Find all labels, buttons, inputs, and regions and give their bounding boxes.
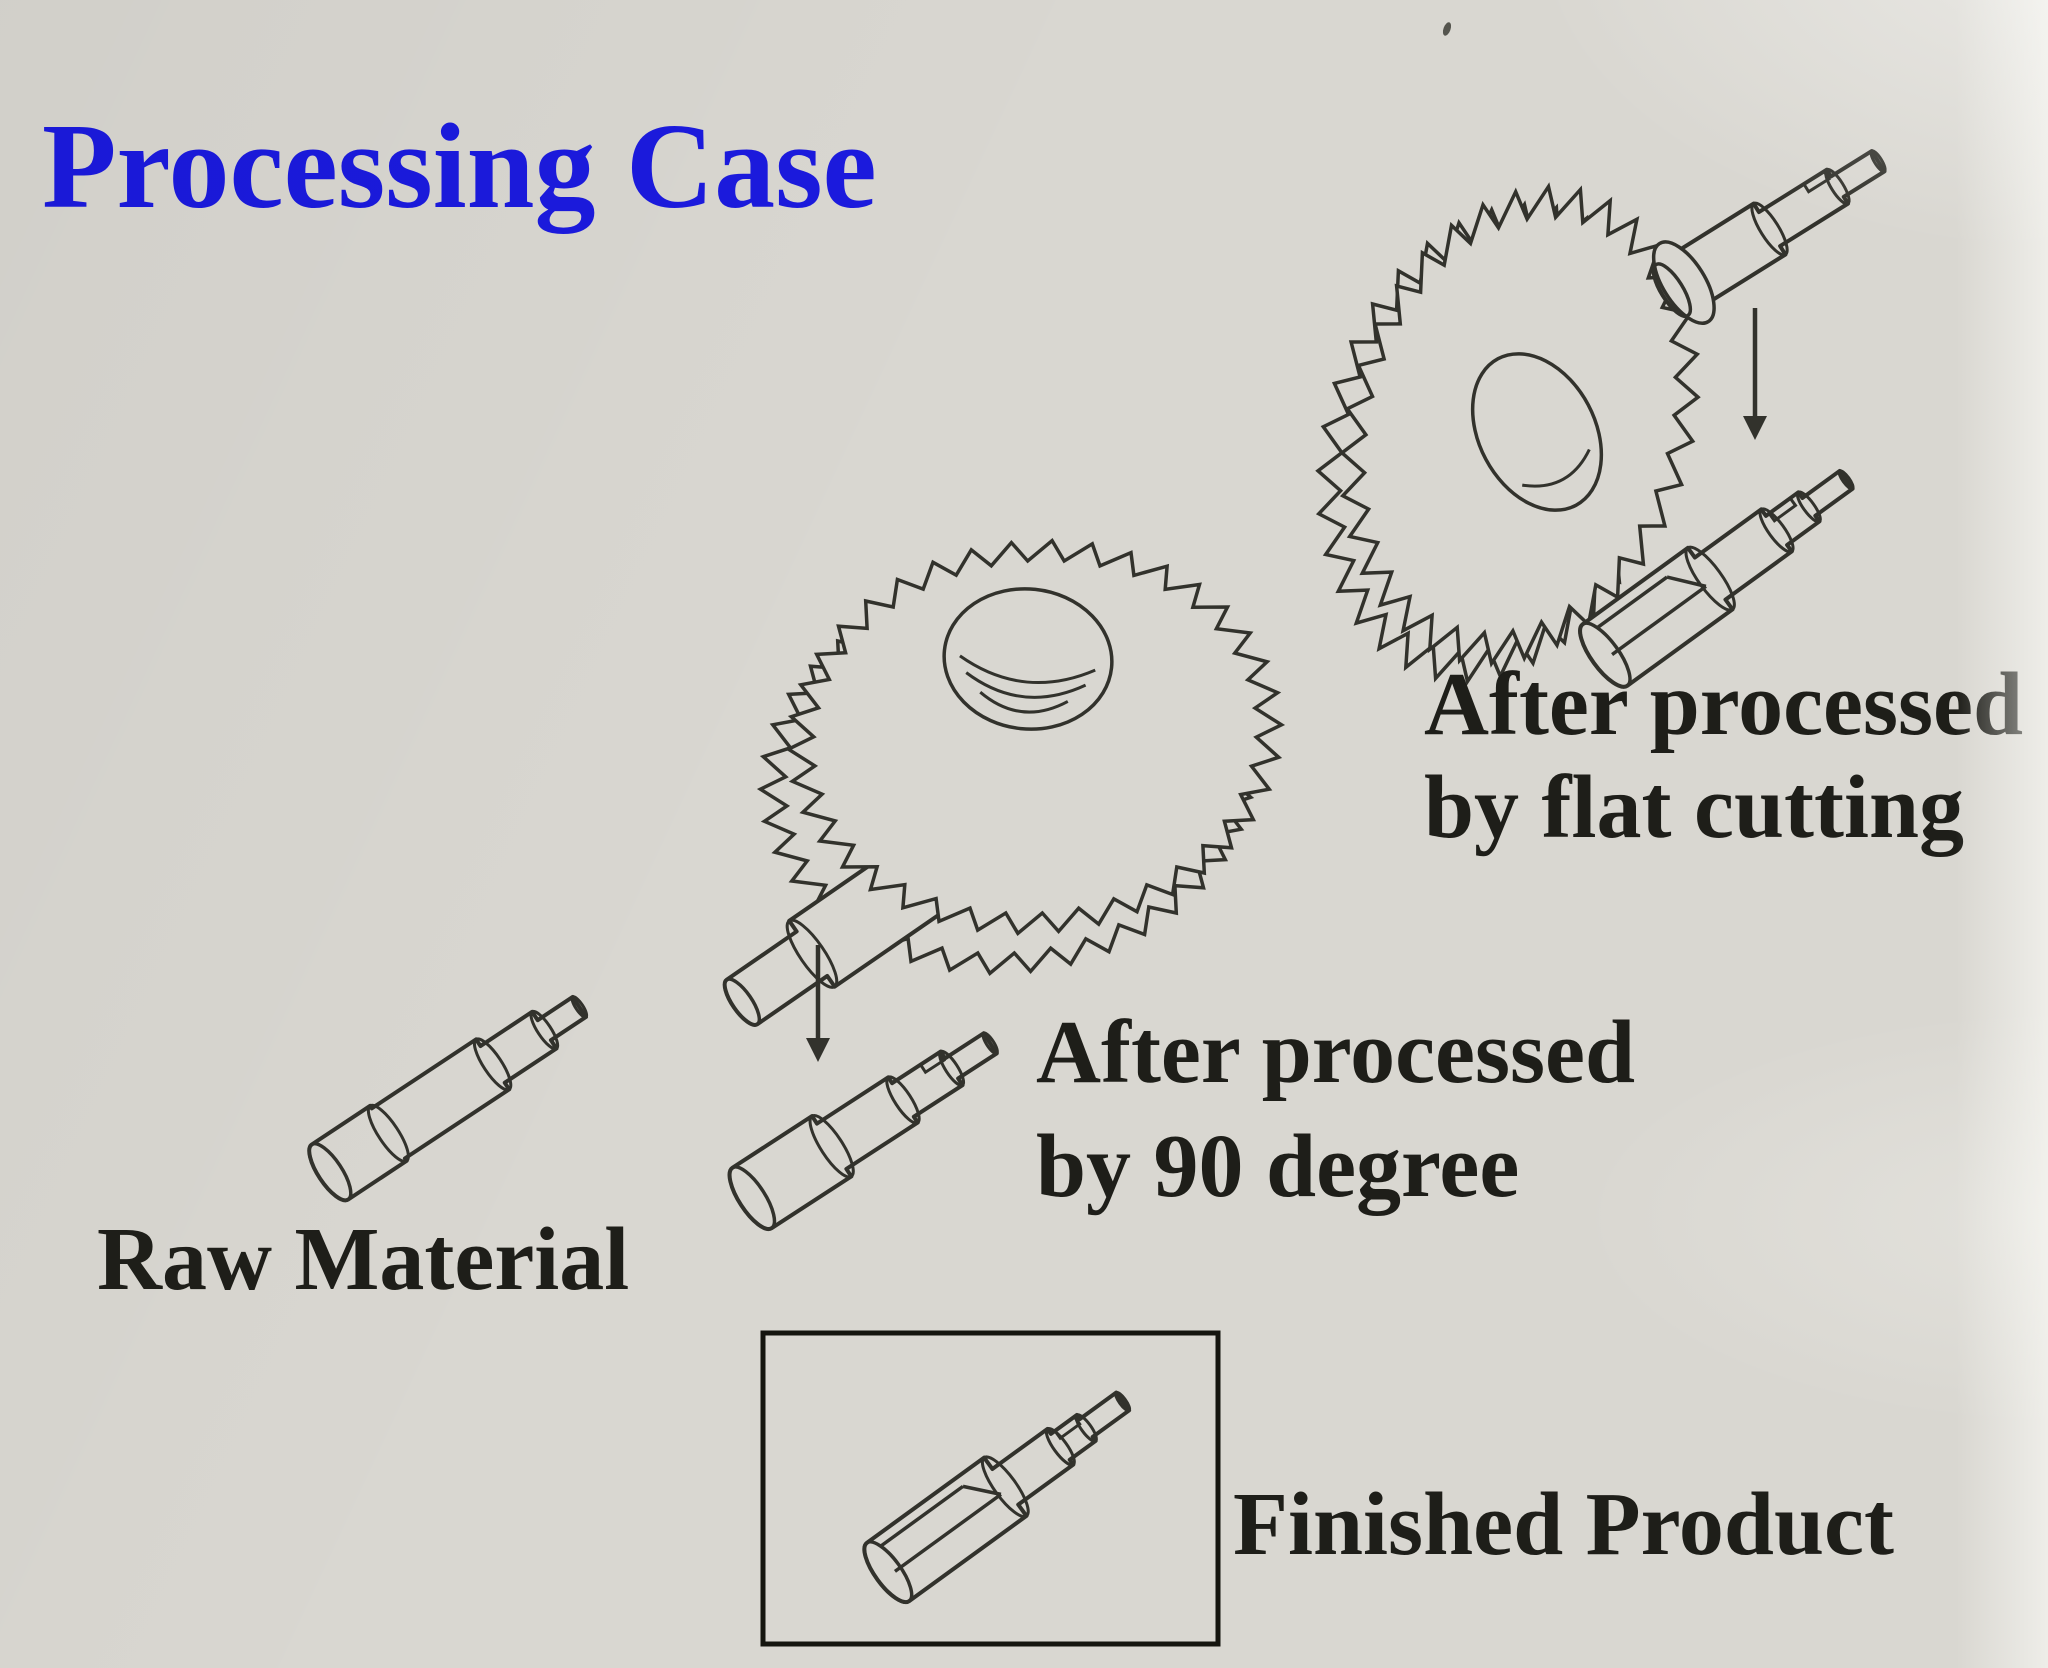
label-after-90-degree: After processed by 90 degree [1036,996,1635,1224]
helical-gear-with-shaft-drawing [722,537,1286,1027]
shaft-outline [307,994,588,1203]
label-raw-material: Raw Material [97,1215,629,1305]
arrow-flat-cutting [1743,308,1767,440]
raw-material-shaft-drawing [307,994,589,1203]
label-line: Finished Product [1233,1475,1894,1574]
label-line: Raw Material [97,1210,630,1309]
label-line: by flat cutting [1424,758,1964,857]
arrow-head [806,1038,830,1062]
label-finished-product: Finished Product [1233,1480,1894,1570]
label-after-flat-cutting: After processed by flat cutting [1424,653,2023,859]
flat-cutting-gear-with-shaft-drawing [1315,149,1887,686]
gear-arbor-shaft [1651,149,1887,325]
label-line: After processed [1424,655,2024,754]
finished-product-group [760,1330,1221,1647]
label-line: After processed [1036,1003,1636,1102]
helical-gear [722,537,1286,1027]
shaft-outline [862,1390,1132,1605]
scan-speck [1442,22,1452,36]
after-90-degree-shaft-drawing [727,1031,999,1231]
label-line: by 90 degree [1036,1117,1520,1216]
finished-product-shaft-drawing [862,1390,1132,1605]
shaft-outline [727,1031,999,1231]
arrow-head [1743,416,1767,440]
